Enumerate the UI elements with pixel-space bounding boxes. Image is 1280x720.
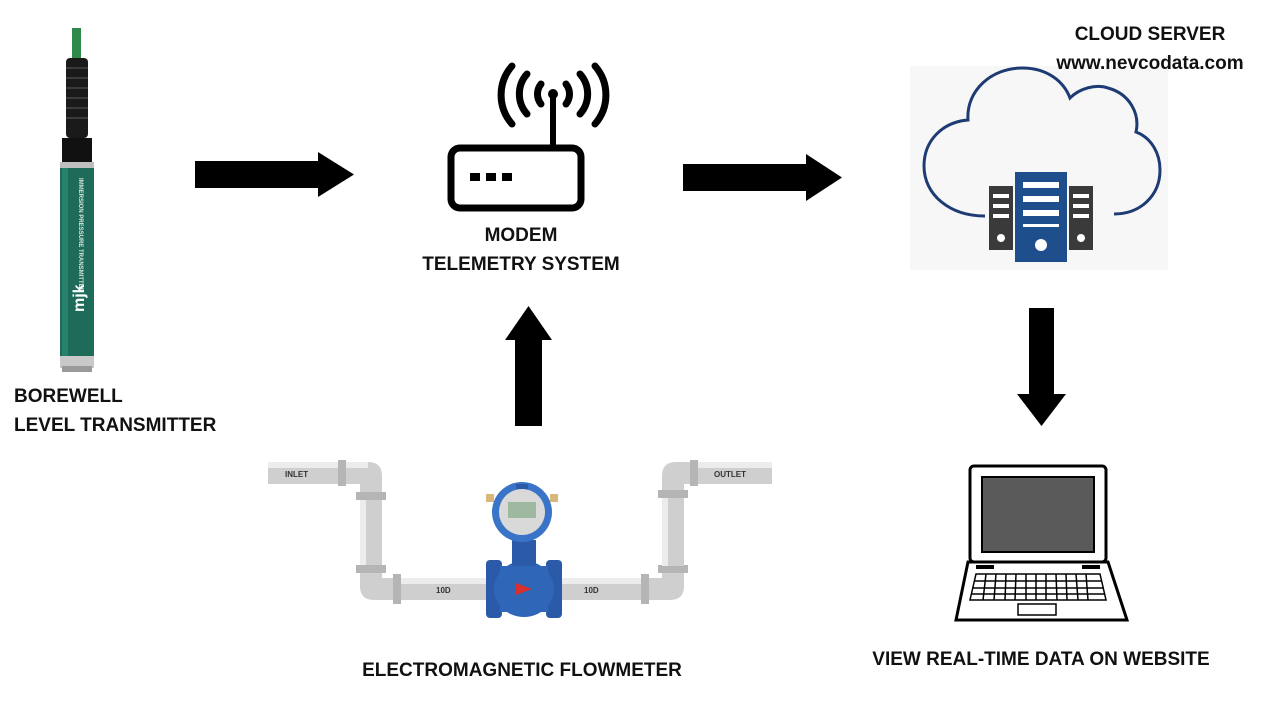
pipe-upstream-label: 10D: [436, 586, 451, 595]
pipe-inlet-label: INLET: [285, 470, 308, 479]
probe-brand: mjk: [71, 284, 88, 312]
arrow-cloud-to-laptop: [1017, 308, 1066, 426]
level-transmitter-probe: IMMERSION PRESSURE TRANSMITTER mjk: [60, 28, 94, 372]
cloud-server-label-line1: CLOUD SERVER: [1074, 24, 1226, 45]
cloud-outline: [922, 66, 1162, 218]
cloud-server-label: CLOUD SERVER www.nevcodata.com: [1030, 20, 1270, 78]
modem-icon: [447, 62, 610, 212]
arrow-modem-to-cloud: [683, 154, 842, 201]
borewell-label: BOREWELL LEVEL TRANSMITTER: [14, 382, 216, 440]
probe-body-text: IMMERSION PRESSURE TRANSMITTER: [77, 178, 83, 293]
modem-leds: [470, 173, 512, 181]
pipeline: [268, 460, 772, 604]
modem-label-line1: MODEM: [484, 225, 558, 246]
arrow-probe-to-modem: [195, 152, 354, 197]
arrow-flowmeter-to-modem: [505, 306, 552, 426]
borewell-label-line1: BOREWELL: [14, 386, 123, 407]
server-icon: [989, 172, 1093, 262]
laptop-icon: [954, 464, 1130, 622]
cloud-server-url: www.nevcodata.com: [1056, 53, 1244, 74]
electromagnetic-flowmeter-icon: [486, 482, 562, 618]
modem-label-line2: TELEMETRY SYSTEM: [422, 254, 620, 275]
pipe-downstream-label: 10D: [584, 586, 599, 595]
modem-label: MODEM TELEMETRY SYSTEM: [400, 221, 642, 279]
website-label: VIEW REAL-TIME DATA ON WEBSITE: [872, 649, 1210, 670]
pipe-outlet-label: OUTLET: [714, 470, 746, 479]
borewell-label-line2: LEVEL TRANSMITTER: [14, 415, 217, 436]
flowmeter-label: ELECTROMAGNETIC FLOWMETER: [362, 660, 682, 681]
